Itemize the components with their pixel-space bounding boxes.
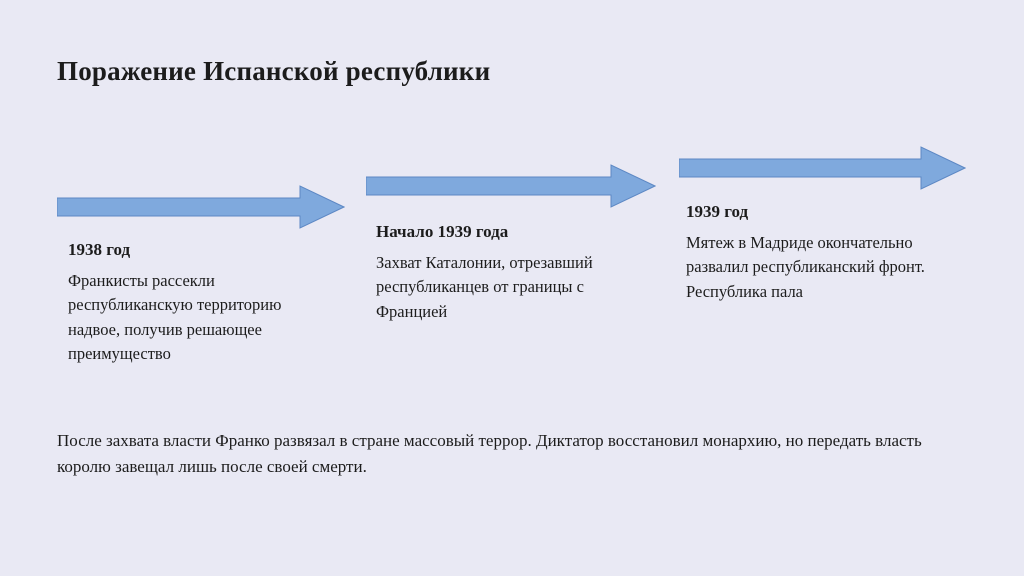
- arrow-right-icon: [57, 185, 345, 229]
- arrow-right-icon: [679, 146, 966, 190]
- arrow-right-icon: [366, 164, 656, 208]
- timeline-arrow-2: [366, 164, 656, 208]
- footer-paragraph: После захвата власти Франко развязал в с…: [57, 431, 922, 477]
- timeline-text: Франкисты рассекли республиканскую терри…: [68, 271, 282, 364]
- timeline-arrow-1: [57, 185, 345, 229]
- timeline-heading: 1938 год: [68, 240, 131, 259]
- timeline-item-early-1939: Начало 1939 года Захват Каталонии, отрез…: [376, 222, 644, 324]
- timeline-text: Захват Каталонии, отрезавший республикан…: [376, 253, 593, 321]
- timeline-text: Мятеж в Мадриде окончательно развалил ре…: [686, 233, 925, 301]
- timeline-heading: 1939 год: [686, 202, 749, 221]
- slide-title: Поражение Испанской республики: [57, 56, 491, 86]
- timeline-arrow-3: [679, 146, 966, 190]
- timeline-heading: Начало 1939 года: [376, 222, 509, 241]
- timeline-item-1938: 1938 год Франкисты рассекли республиканс…: [68, 240, 330, 367]
- timeline-item-1939: 1939 год Мятеж в Мадриде окончательно ра…: [686, 202, 936, 304]
